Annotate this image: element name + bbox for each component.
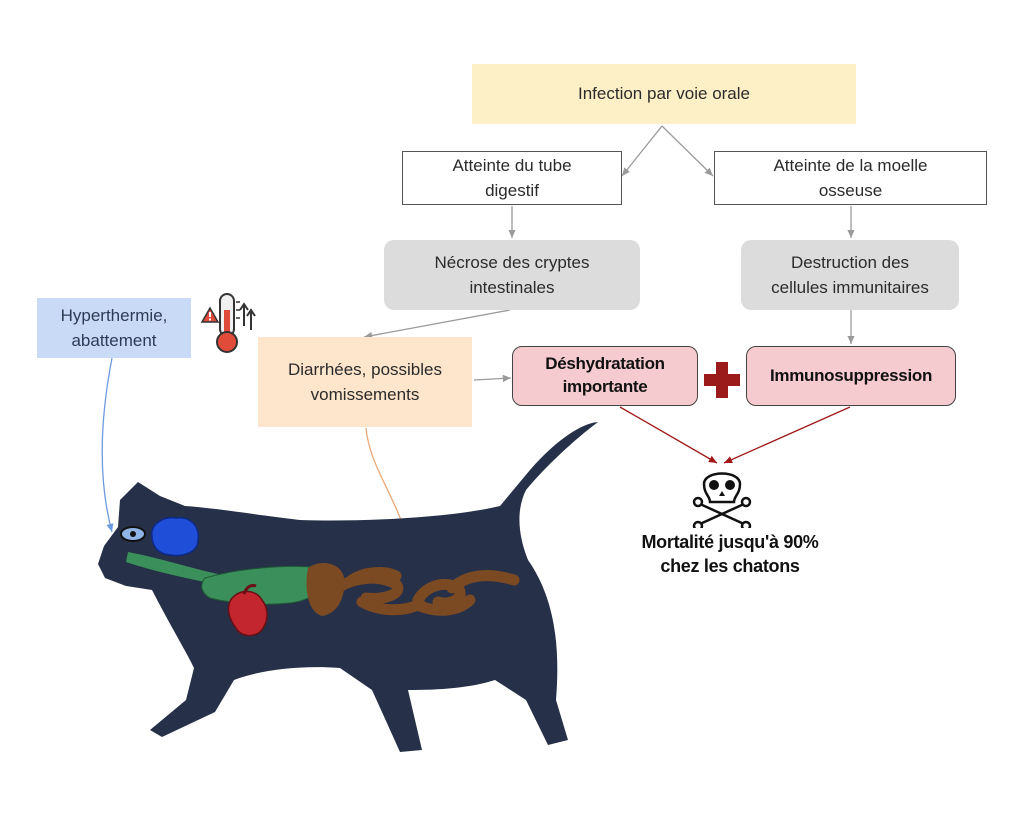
node-marrow: Atteinte de la moelle osseuse: [714, 151, 987, 205]
node-dehydration-label: Déshydratation importante: [545, 354, 665, 396]
grey-arrows: [363, 125, 855, 383]
node-immuno: Immunosuppression: [746, 346, 956, 406]
arrow-infection-digestive: [621, 125, 663, 177]
node-diarrhea: Diarrhées, possibles vomissements: [258, 337, 472, 427]
node-dehydration: Déshydratation importante: [512, 346, 698, 406]
node-hyperthermia-label: Hyperthermie, abattement: [60, 305, 168, 351]
node-necrosis-label: Nécrose des cryptes intestinales: [434, 252, 590, 298]
node-marrow-label: Atteinte de la moelle osseuse: [773, 155, 928, 201]
arrow-necrosis-diarrhea: [363, 309, 511, 340]
cat-esophagus: [126, 552, 218, 584]
cat-liver: [306, 563, 345, 616]
node-hyperthermia: Hyperthermie, abattement: [37, 298, 191, 358]
node-destruction-label: Destruction des cellules immunitaires: [771, 252, 929, 298]
skull-crossbones-icon: [692, 472, 752, 528]
cat-stomach: [201, 565, 324, 605]
arrow-immuno-death: [723, 406, 851, 464]
node-diarrhea-label: Diarrhées, possibles vomissements: [287, 359, 442, 405]
node-destruction: Destruction des cellules immunitaires: [741, 240, 959, 310]
arrow-diarrhea-dehydration: [473, 374, 512, 383]
red-cross-plus-icon: [704, 362, 740, 398]
node-necrosis: Nécrose des cryptes intestinales: [384, 240, 640, 310]
node-infection: Infection par voie orale: [472, 64, 856, 124]
red-arrows: [619, 406, 851, 464]
thermometer-alert-icon: [200, 293, 256, 353]
arrow-hyperthermia-eye: [101, 357, 114, 533]
cat-brain: [151, 516, 199, 557]
node-infection-label: Infection par voie orale: [578, 84, 750, 104]
node-immuno-label: Immunosuppression: [769, 366, 933, 386]
arrow-dehydration-death: [619, 406, 718, 464]
cat-intestine: [332, 567, 520, 616]
cat-heart: [227, 584, 268, 637]
node-digestive: Atteinte du tube digestif: [402, 151, 622, 205]
arrow-infection-marrow: [661, 125, 714, 177]
node-digestive-label: Atteinte du tube digestif: [452, 155, 572, 201]
mortality-label: Mortalité jusqu'à 90% chez les chatons: [641, 532, 819, 577]
